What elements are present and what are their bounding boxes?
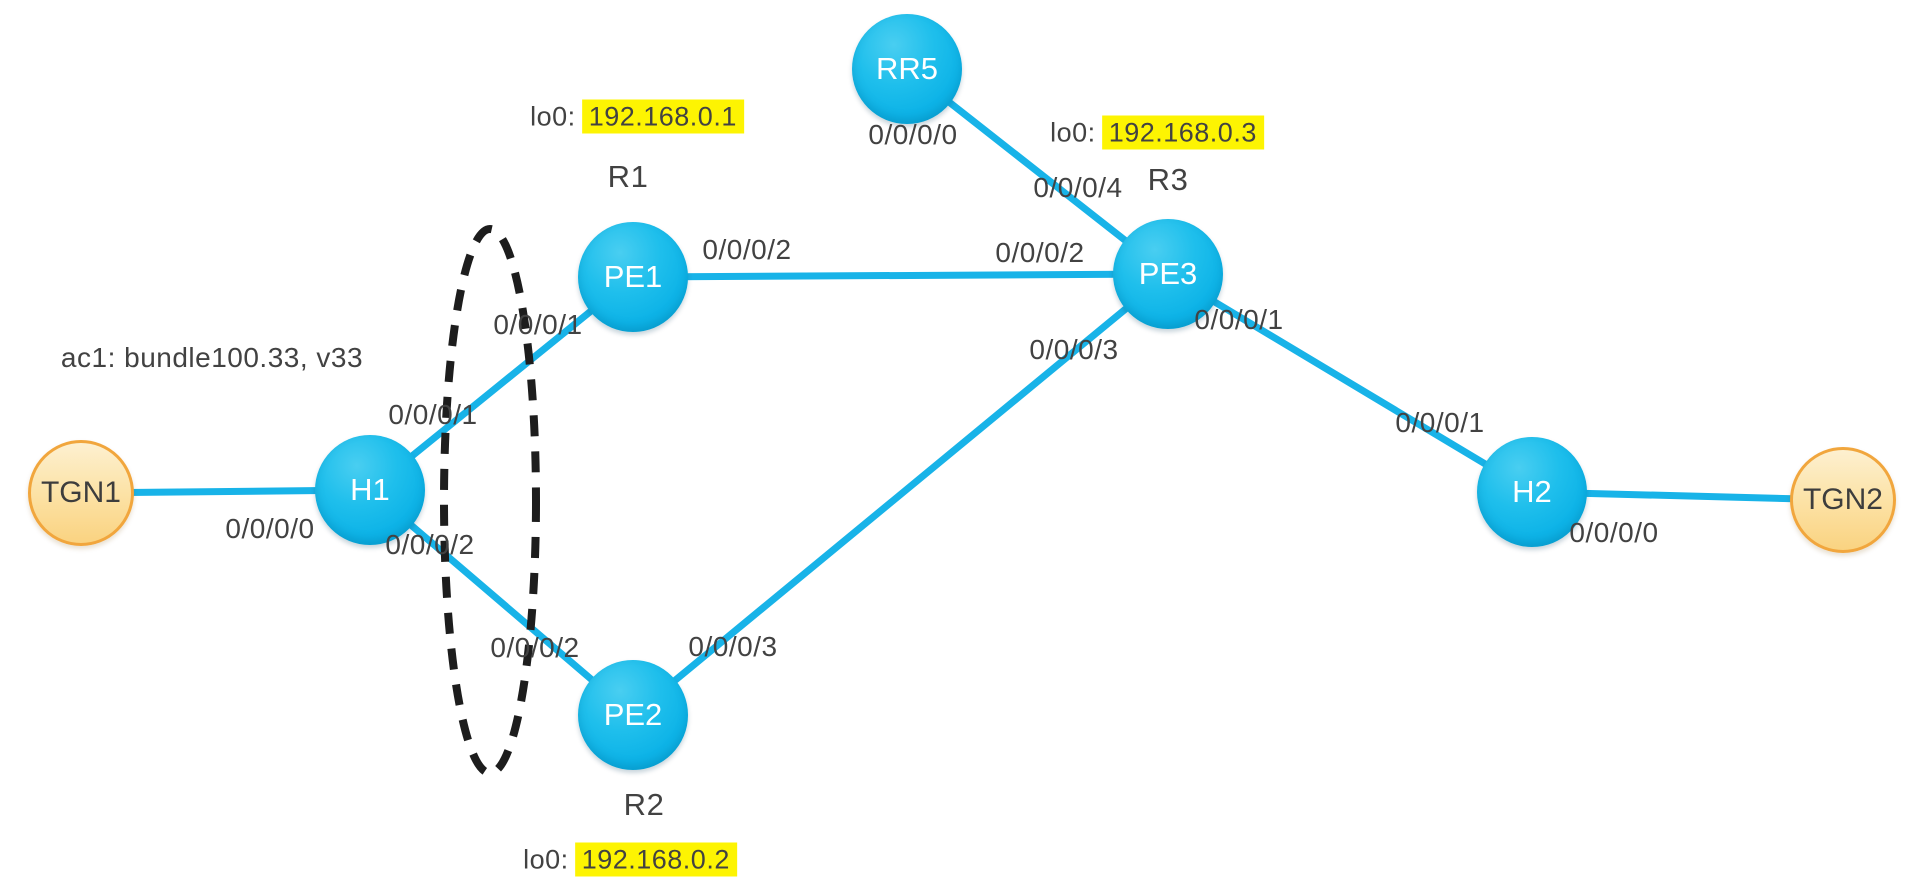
annotation-ac1: ac1: bundle100.33, v33 [60, 342, 364, 373]
node-pe1-label: PE1 [603, 259, 663, 294]
interface-label-pe1-to-h1: 0/0/0/1 [493, 309, 583, 340]
interface-label-rr5-to-pe3: 0/0/0/0 [868, 119, 958, 150]
node-h2-label: H2 [1512, 474, 1552, 509]
node-pe3-label: PE3 [1138, 256, 1198, 291]
node-pe2: PE2 [578, 660, 688, 770]
interface-label-pe3-to-pe1: 0/0/0/2 [995, 237, 1085, 268]
bundle-ellipse [440, 225, 540, 777]
interface-label-h1-to-pe1: 0/0/0/1 [388, 399, 478, 430]
node-tgn2: TGN2 [1790, 447, 1896, 553]
interface-label-pe3-to-rr5: 0/0/0/4 [1033, 172, 1123, 203]
loopback-pe3: lo0:192.168.0.3 [1050, 115, 1264, 150]
interface-label-pe3-to-pe2: 0/0/0/3 [1029, 334, 1119, 365]
link-h1-pe2 [366, 486, 637, 719]
interface-label-pe2-to-pe3: 0/0/0/3 [688, 631, 778, 662]
node-rr5: RR5 [852, 14, 962, 124]
node-rr5-label: RR5 [875, 51, 938, 86]
interface-label-pe2-to-h1: 0/0/0/2 [490, 632, 580, 663]
link-pe1-pe3 [629, 270, 1172, 281]
node-h1-label: H1 [350, 472, 390, 507]
loopback-pe1: lo0:192.168.0.1 [530, 99, 744, 134]
link-pe3-h2 [1164, 270, 1536, 496]
loopback-pe3-ip: 192.168.0.3 [1101, 115, 1264, 150]
node-h2: H2 [1477, 437, 1587, 547]
router-name-r2: R2 [623, 787, 665, 822]
interface-label-pe3-to-h2: 0/0/0/1 [1194, 304, 1284, 335]
node-tgn1-label: TGN1 [40, 476, 121, 509]
interface-label-pe1-to-pe3: 0/0/0/2 [702, 234, 792, 265]
loopback-pe2: lo0:192.168.0.2 [523, 842, 737, 877]
node-pe2-label: PE2 [603, 697, 663, 732]
node-pe1: PE1 [578, 222, 688, 332]
node-tgn1: TGN1 [28, 440, 134, 546]
interface-label-h2-to-tgn2: 0/0/0/0 [1569, 517, 1659, 548]
node-h1: H1 [315, 435, 425, 545]
loopback-pe1-ip: 192.168.0.1 [581, 99, 744, 134]
loopback-pe1-prefix: lo0: [530, 101, 576, 132]
router-name-r3: R3 [1147, 162, 1189, 197]
loopback-pe2-prefix: lo0: [523, 844, 569, 875]
router-name-r1: R1 [607, 159, 649, 194]
interface-label-h2-to-pe3: 0/0/0/1 [1395, 407, 1485, 438]
link-pe2-pe3 [629, 270, 1172, 719]
node-pe3: PE3 [1113, 219, 1223, 329]
link-h1-pe1 [366, 273, 637, 494]
loopback-pe3-prefix: lo0: [1050, 117, 1096, 148]
interface-label-h1-to-pe2: 0/0/0/2 [385, 529, 475, 560]
node-tgn2-label: TGN2 [1802, 483, 1883, 516]
loopback-pe2-ip: 192.168.0.2 [574, 842, 737, 877]
interface-label-h1-to-tgn1: 0/0/0/0 [225, 513, 315, 544]
